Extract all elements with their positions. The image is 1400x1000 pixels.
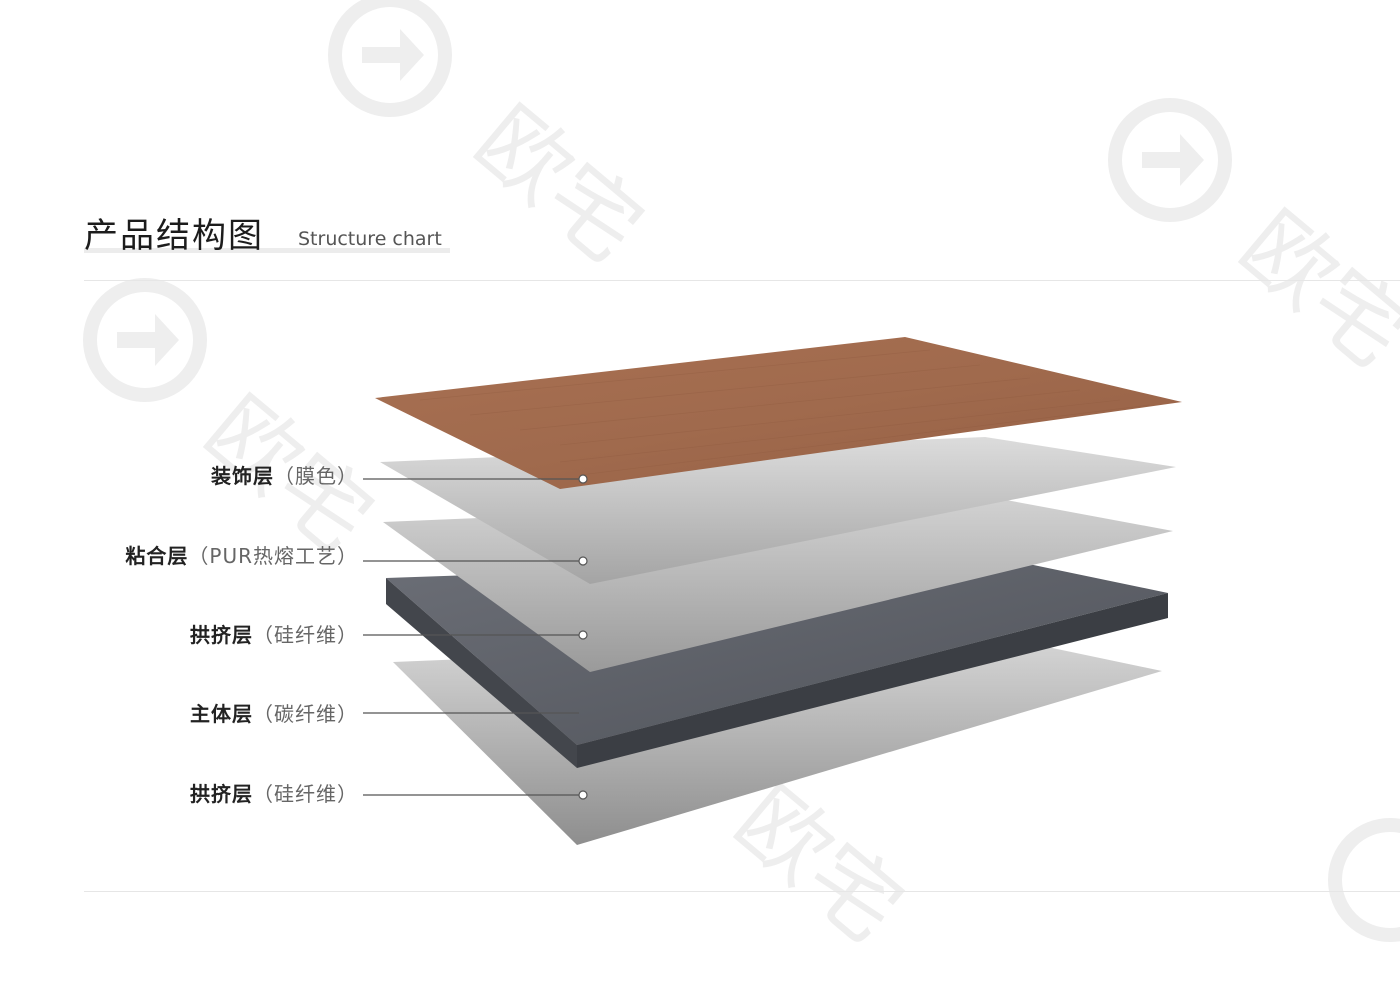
divider-top xyxy=(84,280,1400,281)
layer-label-name: 粘合层 xyxy=(125,544,189,568)
layer-label-detail: （PUR热熔工艺） xyxy=(188,544,358,568)
layer-label-name: 主体层 xyxy=(190,702,253,726)
layer-label-decor: 装饰层（膜色） xyxy=(211,464,358,488)
layer-label-detail: （膜色） xyxy=(274,464,358,488)
layer-label-name: 拱挤层 xyxy=(190,782,253,806)
layer-label-bottom-silicon: 拱挤层（硅纤维） xyxy=(190,782,358,806)
leader-dot-decor xyxy=(578,474,588,484)
layer-label-detail: （硅纤维） xyxy=(253,623,358,647)
leader-dot-upper-silicon xyxy=(578,630,588,640)
page-title: 产品结构图 xyxy=(84,216,264,256)
leader-dot-adhesive xyxy=(578,556,588,566)
page-subtitle: Structure chart xyxy=(298,228,442,250)
title-underline xyxy=(84,248,450,253)
layer-label-detail: （硅纤维） xyxy=(253,782,358,806)
layer-sheet-decor-wood xyxy=(375,337,1182,489)
divider-bottom xyxy=(84,891,1400,892)
leader-dot-bottom-silicon xyxy=(578,790,588,800)
layer-label-upper-silicon: 拱挤层（硅纤维） xyxy=(190,623,358,647)
layer-label-detail: （碳纤维） xyxy=(253,702,358,726)
layer-label-name: 装饰层 xyxy=(211,464,274,488)
layer-label-name: 拱挤层 xyxy=(190,623,253,647)
layer-label-carbon: 主体层（碳纤维） xyxy=(190,702,358,726)
layer-label-adhesive: 粘合层（PUR热熔工艺） xyxy=(125,544,358,568)
